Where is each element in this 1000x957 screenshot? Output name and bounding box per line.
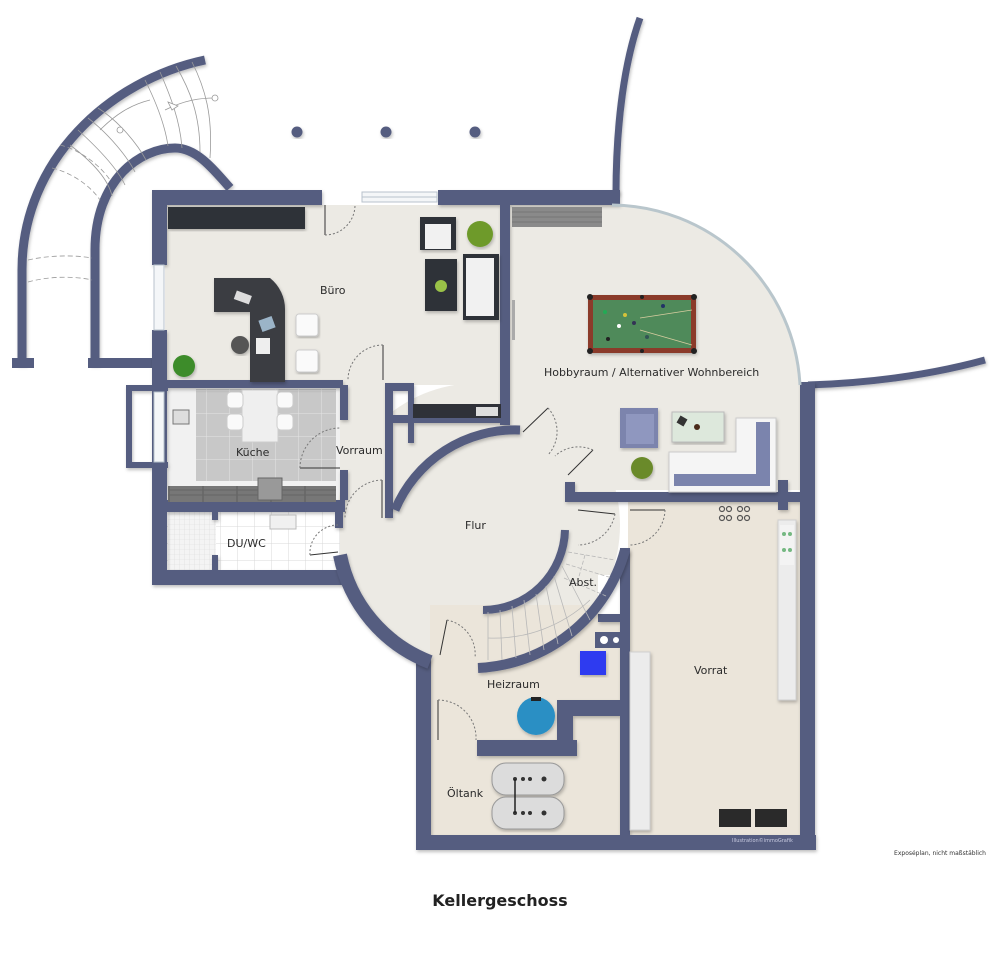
exterior-stairs — [12, 55, 234, 368]
furniture — [168, 207, 797, 831]
scale-disclaimer: Exposéplan, nicht maßstäblich — [894, 850, 986, 857]
room-label-heizraum: Heizraum — [487, 678, 540, 691]
room-label-abst: Abst. — [569, 576, 597, 589]
illustration-credit: Illustration©immoGrafik — [732, 838, 793, 844]
flur-walls — [333, 425, 630, 673]
room-label-flur: Flur — [465, 519, 486, 532]
room-labels: Büro Hobbyraum / Alternativer Wohnbereic… — [227, 284, 759, 800]
column-dots — [291, 126, 481, 138]
exterior-curved-walls — [612, 16, 986, 389]
walls — [126, 190, 816, 850]
room-label-buero: Büro — [320, 284, 346, 297]
room-label-du-wc: DU/WC — [227, 537, 266, 550]
room-label-oeltank: Öltank — [447, 787, 484, 800]
room-label-vorraum: Vorraum — [336, 444, 383, 457]
room-label-hobbyraum: Hobbyraum / Alternativer Wohnbereich — [544, 366, 759, 379]
windows — [153, 191, 802, 463]
room-label-kueche: Küche — [236, 446, 270, 459]
doors — [299, 204, 666, 741]
inner-stairs — [487, 551, 616, 661]
floor-title: Kellergeschoss — [432, 891, 568, 910]
room-label-vorrat: Vorrat — [694, 664, 728, 677]
